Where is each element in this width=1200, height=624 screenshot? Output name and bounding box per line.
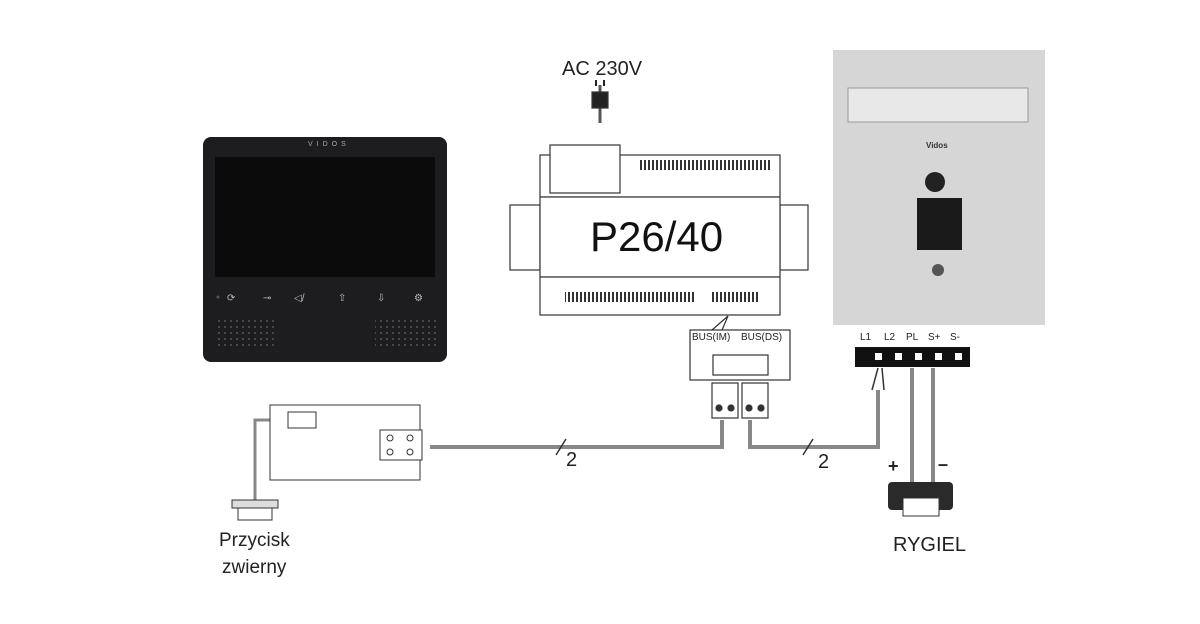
push-button <box>231 499 279 521</box>
terminal-strip <box>855 347 970 367</box>
terminal-l1: L1 <box>860 332 872 343</box>
terminal-s-minus: S- <box>950 332 960 343</box>
button-module <box>269 404 423 481</box>
button-label-line1: Przycisk <box>219 530 290 551</box>
terminal-s-plus: S+ <box>928 332 941 343</box>
wire-count-station: 2 <box>818 451 830 473</box>
lock-label: RYGIEL <box>893 534 966 556</box>
station-brand: Vidos <box>926 141 948 150</box>
power-supply <box>509 80 809 419</box>
power-supply-model: P26/40 <box>590 213 724 260</box>
minus-sign: – <box>938 454 949 474</box>
terminal-l2: L2 <box>884 332 896 343</box>
electric-lock <box>888 482 953 517</box>
indoor-monitor: ⟳ ⊸ ◁/ ⇧ ⇩ ⚙ <box>203 137 447 362</box>
monitor-brand: VIDOS <box>308 141 350 148</box>
terminal-pl: PL <box>906 332 919 343</box>
ac-label: AC 230V <box>562 58 643 80</box>
svg-text:⇧: ⇧ <box>338 293 346 304</box>
speaker-grille <box>215 320 437 348</box>
svg-text:⟳: ⟳ <box>227 293 236 304</box>
bus-ds-label: BUS(DS) <box>741 332 783 343</box>
svg-text:◁/: ◁/ <box>294 293 305 304</box>
door-station <box>833 50 1045 325</box>
svg-text:⊸: ⊸ <box>263 293 271 304</box>
button-label-line2: zwierny <box>222 557 287 578</box>
monitor-buttons-icons: ⟳ ⊸ ◁/ ⇧ ⇩ ⚙ <box>216 293 423 304</box>
plus-sign: + <box>888 456 899 476</box>
svg-text:⇩: ⇩ <box>377 293 385 304</box>
bus-im-label: BUS(IM) <box>692 332 731 343</box>
svg-text:⚙: ⚙ <box>414 293 423 304</box>
wire-count-monitor: 2 <box>566 449 578 471</box>
